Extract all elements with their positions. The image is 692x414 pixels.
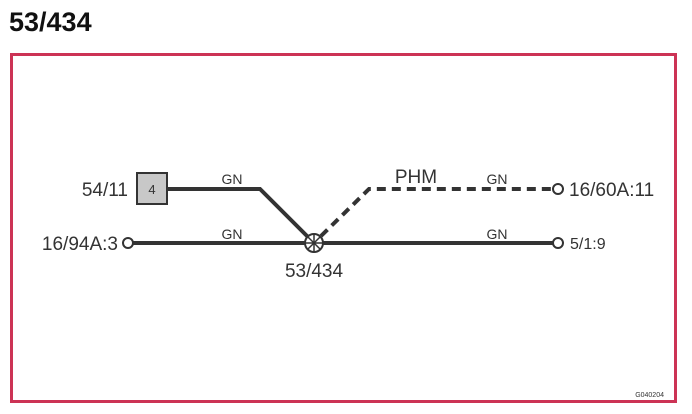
figure-code: G040204	[635, 392, 664, 399]
wire-connector-to-splice	[168, 187, 316, 245]
connector-pin-label: 4	[148, 182, 155, 197]
connector-ref-label: 54/11	[82, 180, 128, 201]
terminal-right-top-icon	[552, 183, 564, 195]
terminal-left-bottom-label: 16/94A:3	[42, 234, 118, 255]
wire-color-label-right-top: GN	[487, 171, 508, 187]
terminal-left-bottom-icon	[122, 237, 134, 249]
terminal-right-bottom-icon	[552, 237, 564, 249]
wire-color-label-right-bottom: GN	[487, 226, 508, 242]
wire-shield-phm	[319, 187, 553, 238]
shield-label: PHM	[395, 167, 437, 188]
terminal-right-top-label: 16/60A:11	[569, 180, 654, 201]
page-title: 53/434	[9, 7, 92, 37]
diagram-frame	[10, 53, 677, 403]
splice-label: 53/434	[285, 261, 344, 282]
wire-color-label-left-bottom: GN	[222, 226, 243, 242]
splice-junction-icon	[304, 233, 324, 253]
connector-box	[136, 172, 168, 205]
wire-color-label-connector: GN	[222, 171, 243, 187]
terminal-right-bottom-label: 5/1:9	[570, 236, 606, 253]
